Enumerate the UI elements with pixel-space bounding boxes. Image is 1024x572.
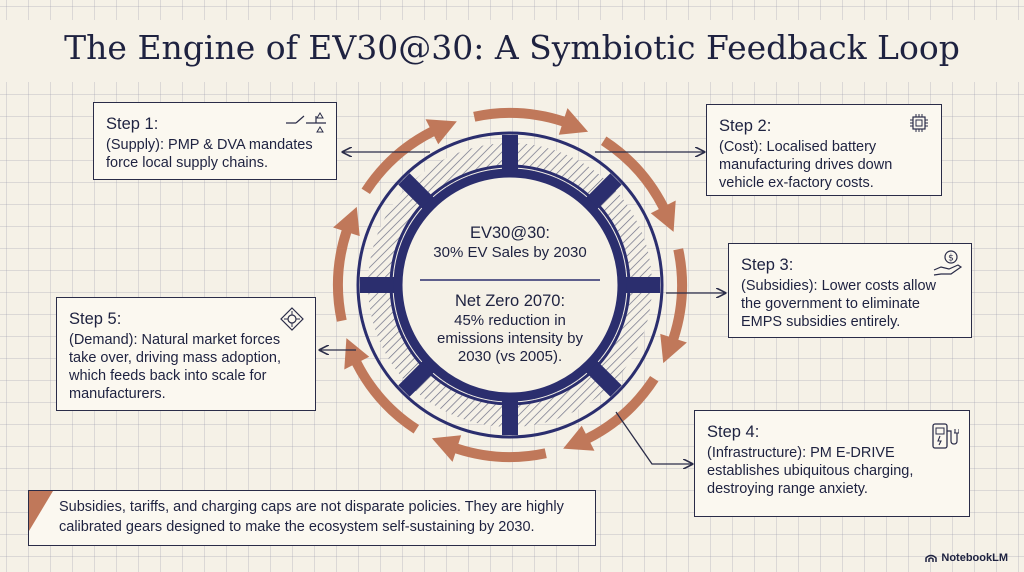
brand-name: NotebookLM [941,552,1008,564]
gear-inner-ring [393,168,627,402]
charging-station-icon [932,423,959,449]
step-2-card: Step 2: (Cost): Localised battery manufa… [706,104,942,196]
step-1-card: Step 1: (Supply): PMP & DVA mandates for… [93,102,337,180]
step-1-heading: Step 1: [106,115,159,133]
circuit-switch-icon [286,112,326,133]
cycle-arrows [333,107,687,462]
notebooklm-logo-icon [925,554,938,562]
net-zero-block: Net Zero 2070: 45% reduction in emission… [420,290,600,366]
cycle-arrow [361,119,457,195]
cycle-arrow [431,435,547,462]
cycle-arrow [333,206,360,322]
gear-tooth [360,277,396,293]
chip-icon [910,114,928,132]
step-3-text: (Subsidies): Lower costs allow the gover… [741,278,937,330]
gear-tooth [398,173,436,211]
goal-block: EV30@30: 30% EV Sales by 2030 [420,222,600,262]
page-title: The Engine of EV30@30: A Symbiotic Feedb… [0,28,1024,67]
gear-tooth [584,173,622,211]
step-3-card: Step 3: (Subsidies): Lower costs allow t… [728,243,972,338]
cycle-arrow [600,136,676,232]
gear-tooth [584,359,622,397]
hand-coin-icon: $ [933,250,963,276]
step-5-text: (Demand): Natural market forces take ove… [69,332,281,402]
step-4-heading: Step 4: [707,423,760,441]
step-3-heading: Step 3: [741,256,794,274]
note-accent-corner [29,491,53,531]
cycle-arrow [563,375,659,451]
gear-outer-ring [356,131,664,439]
brand-watermark: NotebookLM [925,552,1008,564]
cycle-arrow [660,248,687,364]
step-5-card: Step 5: (Demand): Natural market forces … [56,297,316,411]
step-5-heading: Step 5: [69,310,122,328]
gear-tooth [624,277,660,293]
gear-tooth [398,359,436,397]
summary-note: Subsidies, tariffs, and charging caps ar… [28,490,596,546]
svg-text:$: $ [948,254,954,264]
net-zero-text: 45% reduction in emissions intensity by … [437,312,583,365]
goal-title: EV30@30: [469,224,551,242]
step-1-text: (Supply): PMP & DVA mandates force local… [106,137,313,171]
step-4-card: Step 4: (Infrastructure): PM E-DRIVE est… [694,410,970,517]
step-4-text: (Infrastructure): PM E-DRIVE establishes… [707,445,914,497]
step-2-heading: Step 2: [719,117,772,135]
gear-tooth [502,135,518,171]
cycle-arrow [344,338,420,434]
gear-tooth [502,399,518,435]
crosshair-target-icon [280,307,304,331]
goal-text: 30% EV Sales by 2030 [433,244,587,261]
step-2-text: (Cost): Localised battery manufacturing … [719,139,893,191]
cycle-arrow [473,107,589,135]
summary-note-text: Subsidies, tariffs, and charging caps ar… [59,499,564,535]
connector-step4 [615,411,692,464]
connectors [320,152,725,464]
gear-teeth [360,135,660,435]
net-zero-title: Net Zero 2070: [454,292,566,310]
